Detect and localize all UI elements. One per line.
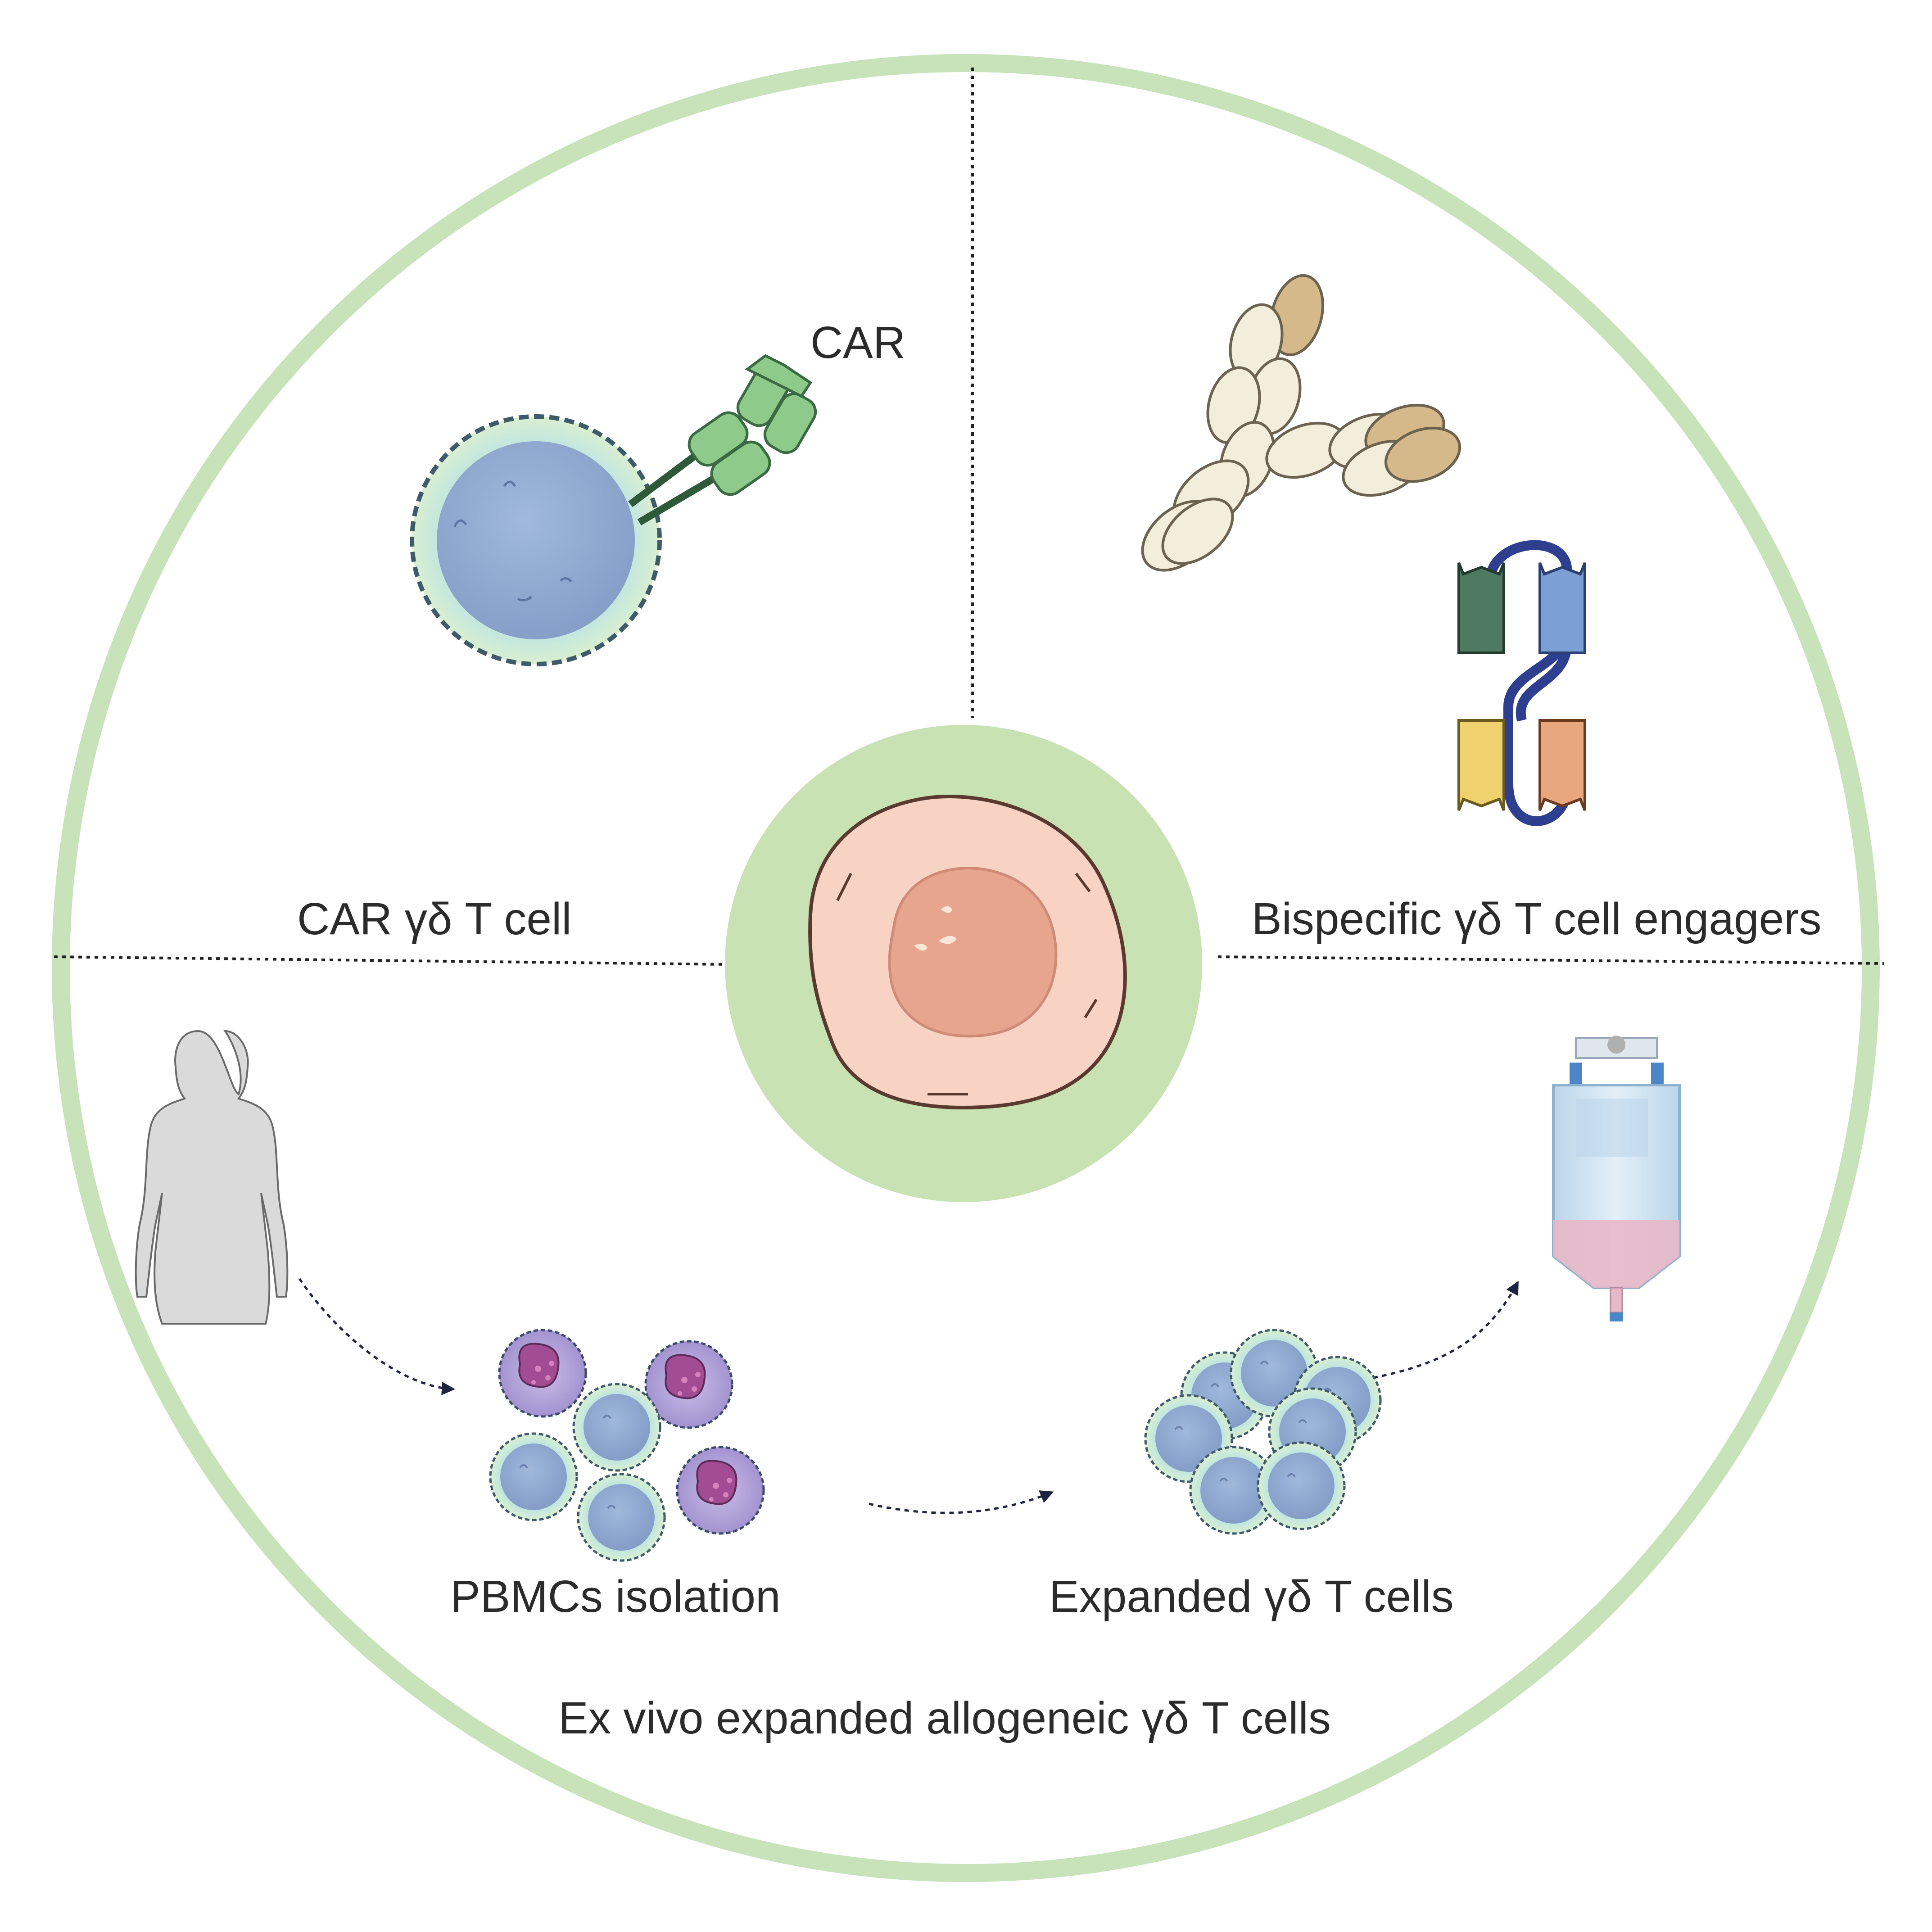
- bispecific-engager-icon: [1457, 540, 1586, 826]
- arrow-pbmc-to-expanded: [869, 1490, 1054, 1514]
- expanded-cells-label: Expanded γδ T cells: [1049, 1571, 1454, 1622]
- car-receptor-icon: [628, 354, 817, 525]
- expanded-cell-cluster-icon: [1145, 1330, 1380, 1534]
- person-silhouette-icon: [135, 1030, 289, 1325]
- car-label: CAR: [810, 317, 905, 368]
- car-t-cell-icon: [410, 414, 662, 666]
- pbmcs-isolation-label: PBMCs isolation: [450, 1571, 781, 1622]
- outer-ring: [52, 54, 1880, 1882]
- tumor-cell-icon: [725, 725, 1202, 1202]
- pbmc-cluster-icon: [490, 1330, 764, 1561]
- iv-bag-icon: [1552, 1036, 1681, 1321]
- antibody-icon: [1141, 274, 1461, 572]
- arrow-person-to-pbmc: [298, 1278, 455, 1395]
- arrow-expanded-to-bag: [1373, 1280, 1519, 1379]
- bispecific-label: Bispecific γδ T cell engagers: [1252, 894, 1821, 944]
- divider-right: [1217, 955, 1885, 965]
- ex-vivo-label: Ex vivo expanded allogeneic γδ T cells: [558, 1693, 1331, 1743]
- car-gd-t-cell-label: CAR γδ T cell: [297, 894, 571, 944]
- divider-left: [54, 955, 728, 966]
